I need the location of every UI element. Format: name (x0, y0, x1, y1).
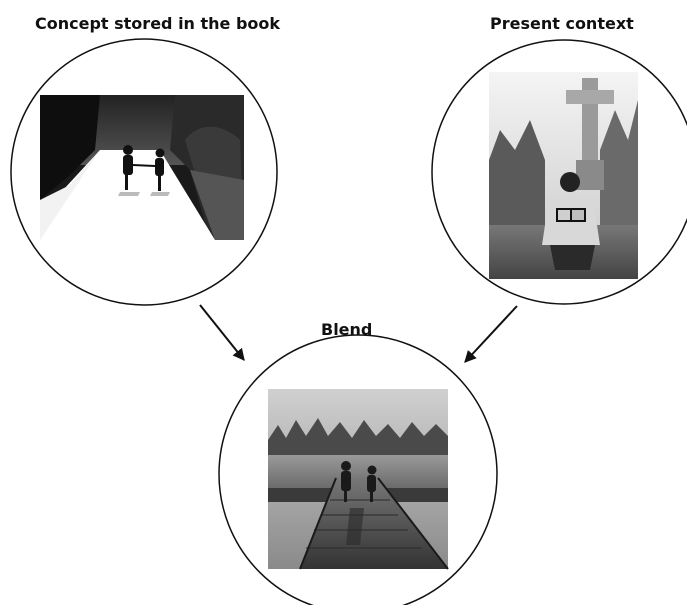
blend-circle (218, 334, 498, 605)
arrow-concept-to-blend (199, 304, 245, 361)
blend-label: Blend (321, 320, 373, 339)
concept-circle (10, 38, 278, 306)
concept-photo (40, 95, 244, 240)
arrow-present-to-blend (464, 305, 518, 363)
blend-photo (268, 389, 449, 570)
present-context-label: Present context (490, 14, 634, 33)
present-photo (489, 72, 638, 279)
concept-label: Concept stored in the book (35, 14, 281, 33)
present-circle (431, 39, 687, 305)
